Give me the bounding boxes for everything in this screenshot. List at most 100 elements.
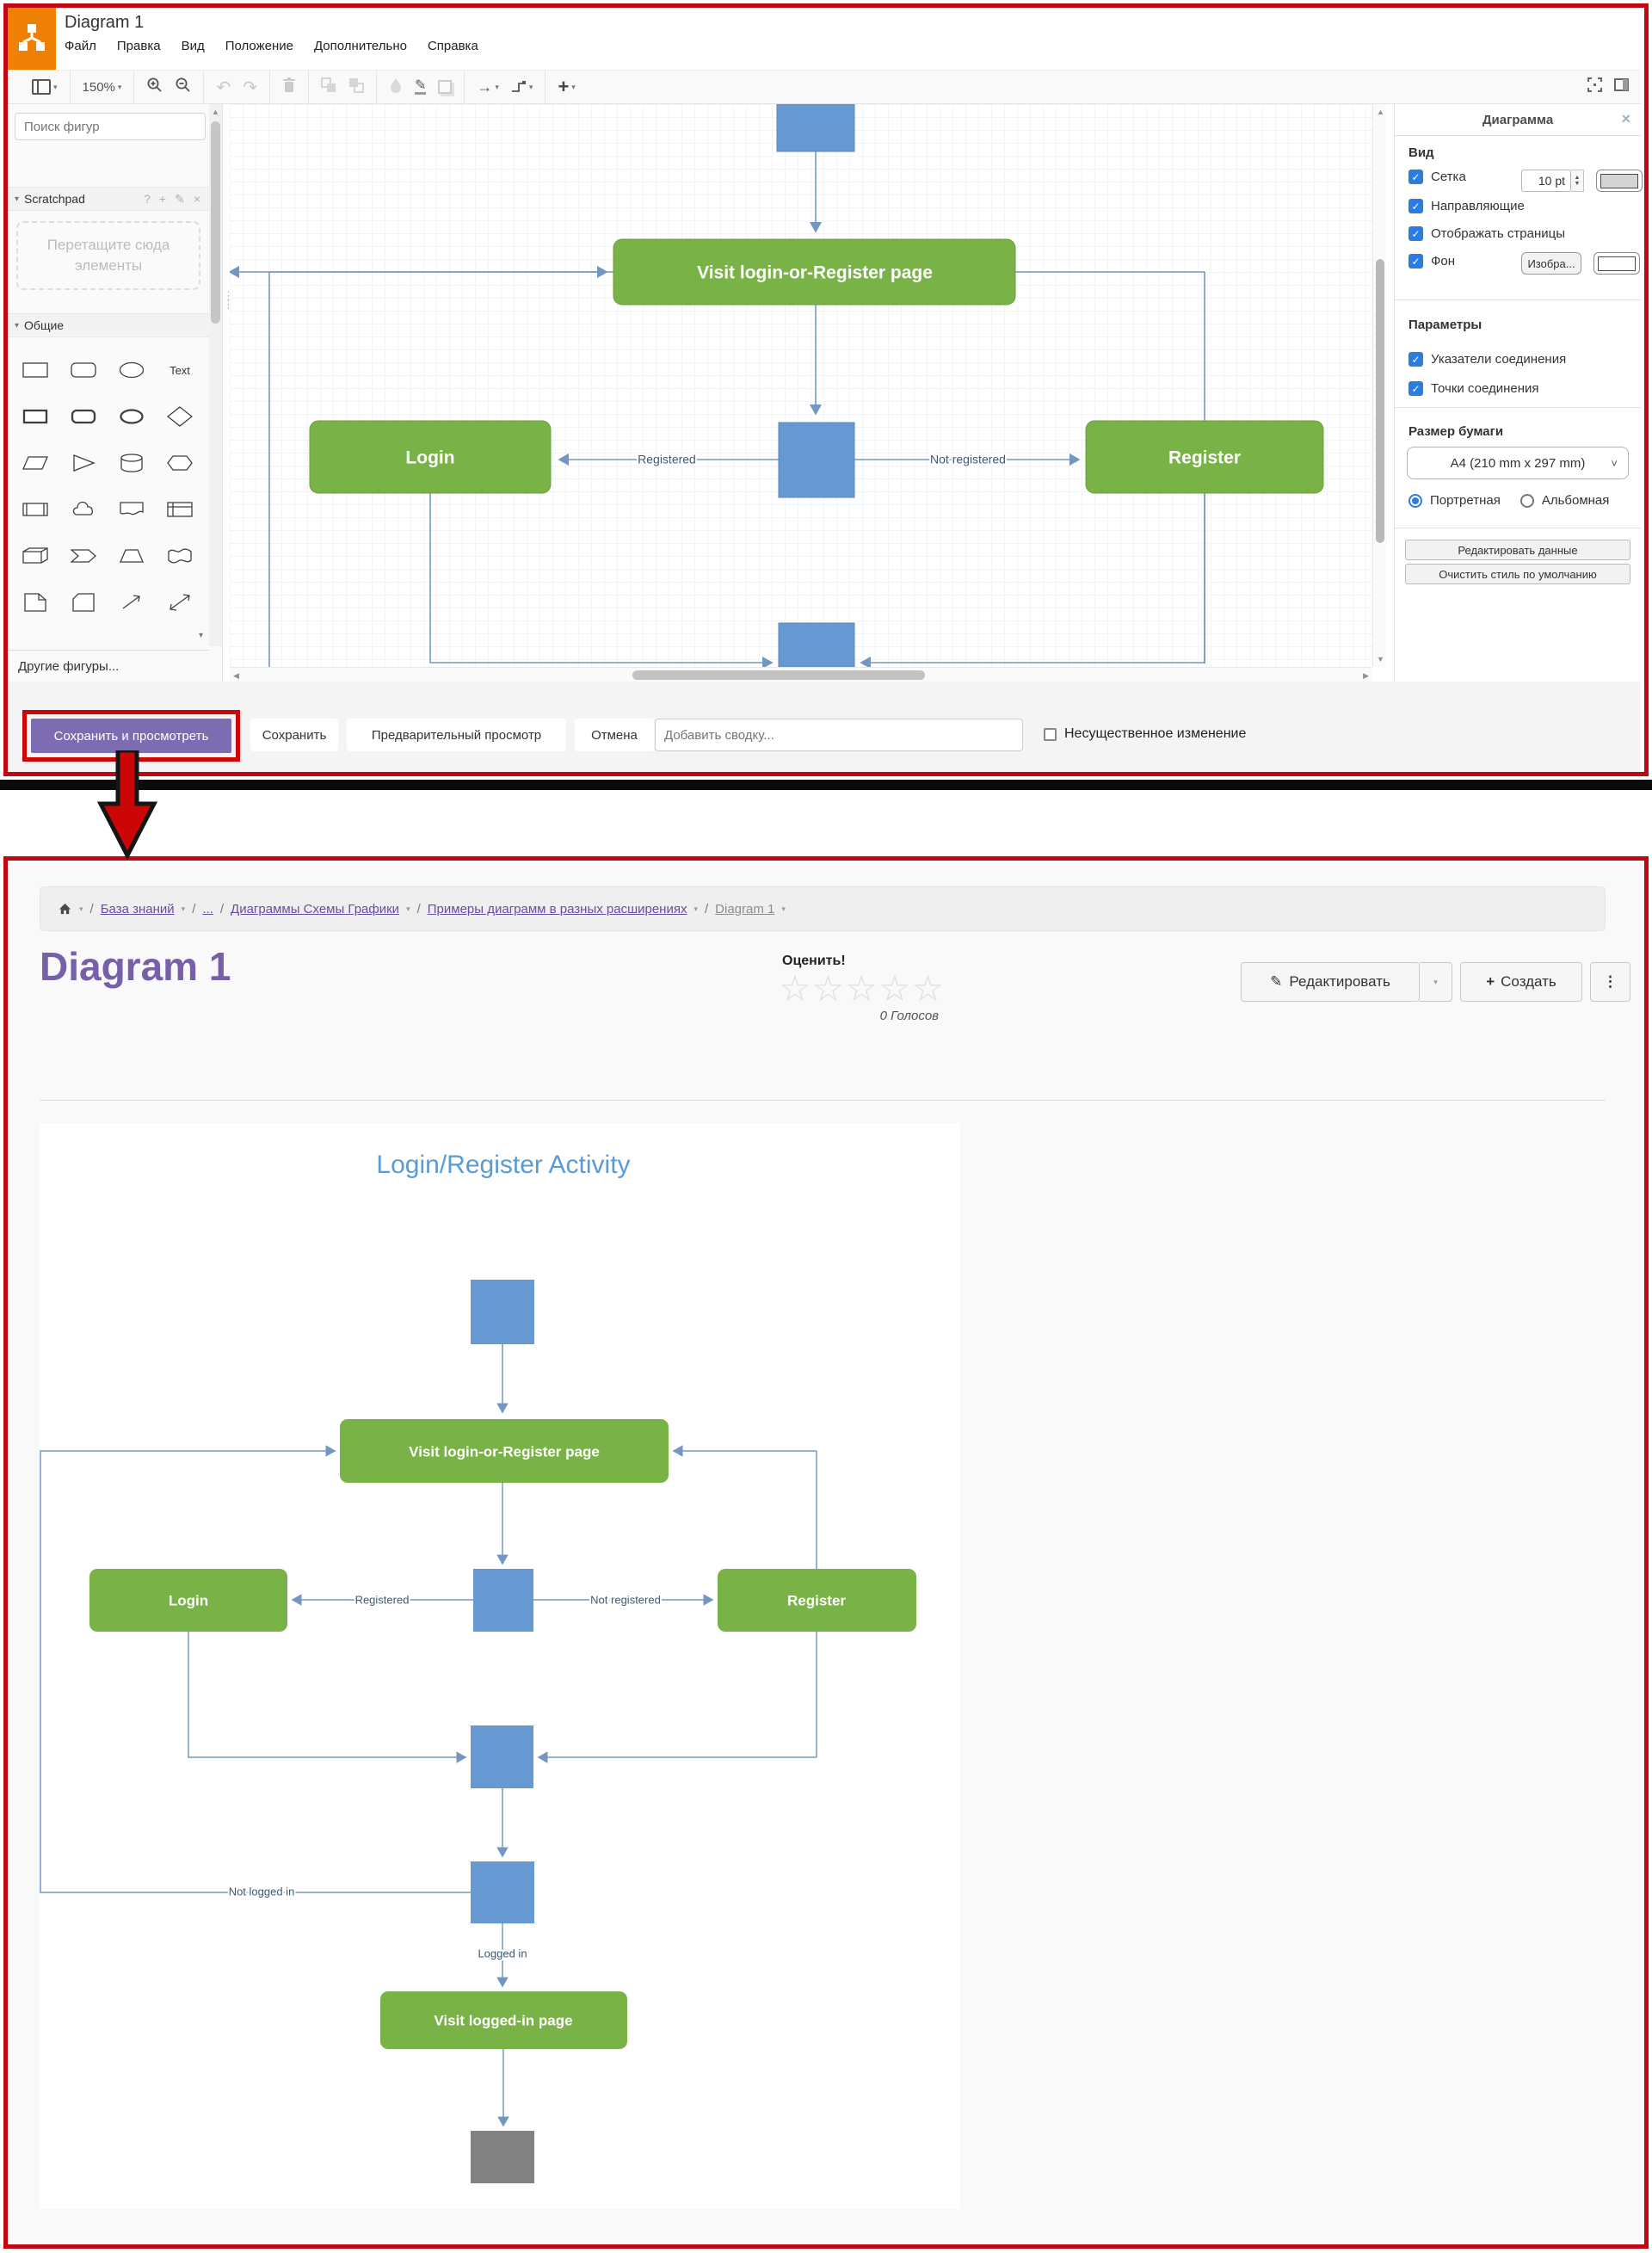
sidebar-scrollbar[interactable]: ▲ xyxy=(209,104,222,646)
collapse-more-icon[interactable]: ▾ xyxy=(198,631,203,640)
menu-extras[interactable]: Дополнительно xyxy=(313,39,407,53)
portrait-radio[interactable] xyxy=(1409,493,1422,508)
shape-ellipse-bold[interactable] xyxy=(108,393,156,440)
shape-bidirectional-arrow[interactable] xyxy=(156,579,204,626)
line-color-button[interactable]: ✎ xyxy=(414,77,427,95)
save-button[interactable]: Сохранить xyxy=(250,719,338,751)
canvas-vertical-scrollbar[interactable]: ▲ ▼ xyxy=(1372,104,1386,667)
shape-step[interactable] xyxy=(59,533,108,579)
shape-search-input[interactable] xyxy=(22,118,197,135)
menu-file[interactable]: Файл xyxy=(65,39,96,53)
caret-down-icon[interactable]: ▾ xyxy=(181,904,186,913)
caret-down-icon[interactable]: ▾ xyxy=(693,904,698,913)
save-and-view-button[interactable]: Сохранить и просмотреть xyxy=(31,719,231,753)
decision-node[interactable] xyxy=(778,422,855,498)
shape-cylinder[interactable] xyxy=(108,440,156,486)
delete-button[interactable] xyxy=(282,77,296,97)
fullscreen-button[interactable] xyxy=(1587,77,1602,96)
show-pages-checkbox[interactable]: ✓ xyxy=(1409,226,1423,241)
register-node[interactable] xyxy=(1085,420,1324,494)
shape-rounded-rectangle-bold[interactable] xyxy=(59,393,108,440)
login-node[interactable] xyxy=(309,420,552,494)
paper-size-select[interactable]: A4 (210 mm x 297 mm) ˅ xyxy=(1407,447,1629,479)
star-icon[interactable]: ☆ xyxy=(878,968,912,1009)
zoom-level-button[interactable]: 150%▾ xyxy=(82,79,122,95)
undo-button[interactable]: ↶ xyxy=(216,77,231,97)
connection-style-button[interactable]: →▾ xyxy=(477,77,499,96)
breadcrumb-examples[interactable]: Примеры диаграмм в разных расширениях xyxy=(427,901,687,917)
toggle-panel-button[interactable] xyxy=(1614,78,1629,96)
summary-input[interactable] xyxy=(655,719,1023,751)
shape-internal-storage[interactable] xyxy=(156,486,204,533)
shadow-button[interactable] xyxy=(438,80,453,94)
landscape-radio[interactable] xyxy=(1519,493,1534,508)
shape-parallelogram[interactable] xyxy=(11,440,59,486)
edit-data-button[interactable]: Редактировать данные xyxy=(1405,540,1630,560)
add-icon[interactable]: + xyxy=(158,192,167,206)
close-panel-icon[interactable]: × xyxy=(1621,110,1630,127)
star-icon[interactable]: ☆ xyxy=(845,968,878,1009)
clear-default-style-button[interactable]: Очистить стиль по умолчанию xyxy=(1405,564,1630,584)
breadcrumb-diagrams[interactable]: Диаграммы Схемы Графики xyxy=(231,901,400,917)
sidebar-resize-grip[interactable]: ⋮⋮ xyxy=(223,289,234,311)
caret-down-icon[interactable]: ▾ xyxy=(79,904,83,913)
caret-down-icon[interactable]: ▾ xyxy=(406,904,410,913)
shape-ellipse[interactable] xyxy=(108,347,156,393)
shape-note[interactable] xyxy=(11,579,59,626)
sidebar-scrollbar-thumb[interactable] xyxy=(211,121,220,324)
menu-view[interactable]: Вид xyxy=(181,39,205,53)
zoom-in-button[interactable] xyxy=(146,77,163,97)
start-node[interactable] xyxy=(776,104,855,152)
scratchpad-header[interactable]: ▾ Scratchpad ? + ✎ × xyxy=(8,187,209,211)
shape-rectangle[interactable] xyxy=(11,347,59,393)
shape-text[interactable]: Text xyxy=(170,363,190,377)
menu-arrange[interactable]: Положение xyxy=(225,39,293,53)
grid-checkbox[interactable]: ✓ xyxy=(1409,170,1423,184)
menu-edit[interactable]: Правка xyxy=(116,39,161,53)
page-view-button[interactable]: ▾ xyxy=(32,79,58,95)
connection-arrows-checkbox[interactable]: ✓ xyxy=(1409,352,1423,367)
more-shapes-button[interactable]: Другие фигуры... xyxy=(8,650,209,682)
visit-node[interactable] xyxy=(613,238,1016,306)
shape-rectangle-bold[interactable] xyxy=(11,393,59,440)
background-checkbox[interactable]: ✓ xyxy=(1409,254,1423,269)
minor-change-checkbox[interactable] xyxy=(1044,727,1057,741)
edit-icon[interactable]: ✎ xyxy=(175,191,185,206)
to-back-button[interactable] xyxy=(348,77,364,97)
grid-size-spinner[interactable]: ▲▼ xyxy=(1571,170,1584,192)
insert-button[interactable]: +▾ xyxy=(558,76,576,97)
editor-canvas[interactable]: Visit login-or-Register page Login Regis… xyxy=(230,104,1372,667)
shape-triangle[interactable] xyxy=(59,440,108,486)
vertical-scrollbar-thumb[interactable] xyxy=(1376,259,1384,543)
redo-button[interactable]: ↷ xyxy=(243,77,257,97)
preview-button[interactable]: Предварительный просмотр xyxy=(347,719,566,751)
shape-cloud[interactable] xyxy=(59,486,108,533)
zoom-out-button[interactable] xyxy=(175,77,191,97)
shape-process[interactable] xyxy=(11,486,59,533)
shape-document[interactable] xyxy=(108,486,156,533)
grid-color-button[interactable] xyxy=(1596,170,1643,192)
edit-dropdown-button[interactable]: ▾ xyxy=(1420,962,1452,1002)
close-icon[interactable]: × xyxy=(193,192,200,206)
home-icon[interactable] xyxy=(58,902,72,916)
merge-node[interactable] xyxy=(778,622,855,667)
shape-card[interactable] xyxy=(59,579,108,626)
star-icon[interactable]: ☆ xyxy=(911,968,946,1009)
shape-diamond[interactable] xyxy=(156,393,204,440)
background-color-button[interactable] xyxy=(1593,252,1640,275)
create-button[interactable]: + Создать xyxy=(1460,962,1582,1002)
waypoints-button[interactable]: ▾ xyxy=(511,80,533,94)
fill-color-button[interactable] xyxy=(389,77,403,97)
scratchpad-drop-area[interactable]: Перетащите сюда элементы xyxy=(16,221,200,290)
star-icon[interactable]: ☆ xyxy=(811,968,846,1009)
caret-down-icon[interactable]: ▾ xyxy=(781,904,786,913)
shape-cube[interactable] xyxy=(11,533,59,579)
more-options-button[interactable]: ⋮ xyxy=(1590,962,1630,1002)
connection-points-checkbox[interactable]: ✓ xyxy=(1409,381,1423,396)
help-icon[interactable]: ? xyxy=(144,192,151,206)
shape-tape[interactable] xyxy=(156,533,204,579)
guides-checkbox[interactable]: ✓ xyxy=(1409,199,1423,213)
breadcrumb-current[interactable]: Diagram 1 xyxy=(715,901,775,917)
to-front-button[interactable] xyxy=(321,77,336,97)
shape-hexagon[interactable] xyxy=(156,440,204,486)
